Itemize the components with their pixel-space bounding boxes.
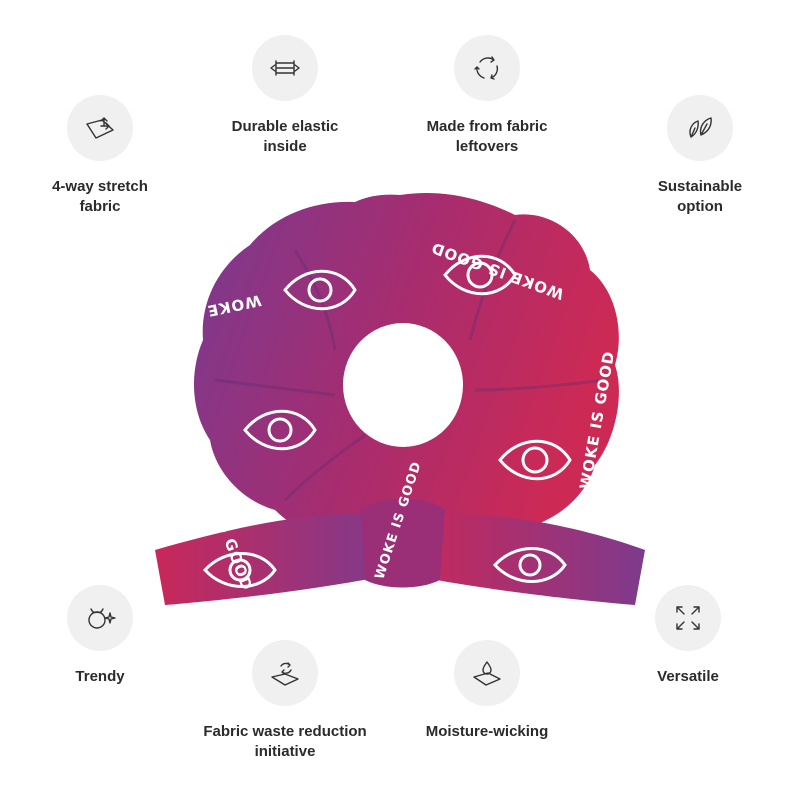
feature-label: Versatile bbox=[657, 668, 719, 685]
stretch-icon bbox=[67, 95, 133, 161]
moisture-icon bbox=[454, 640, 520, 706]
expand-arrows-icon bbox=[655, 585, 721, 651]
leaf-icon bbox=[667, 95, 733, 161]
feature-versatile: Versatile bbox=[588, 585, 788, 687]
feature-label: Moisture-wicking bbox=[425, 723, 549, 740]
feature-moisture-wicking: Moisture-wicking bbox=[387, 640, 587, 742]
recycle-icon bbox=[454, 35, 520, 101]
feature-durable-elastic: Durable elastic inside bbox=[185, 35, 385, 157]
feature-trendy: Trendy bbox=[0, 585, 200, 687]
feature-label: 4-way stretch fabric bbox=[52, 178, 148, 215]
feature-label: Durable elastic inside bbox=[231, 118, 339, 155]
scrunchie-image: WOKE IS GOOD WOKE IS GOOD WOKE IS GOOD W… bbox=[145, 192, 645, 605]
waste-reduction-icon bbox=[252, 640, 318, 706]
feature-label: Sustainable option bbox=[657, 178, 743, 215]
feature-label: Trendy bbox=[75, 668, 125, 685]
feature-waste-reduction: Fabric waste reduction initiative bbox=[185, 640, 385, 762]
feature-label: Fabric waste reduction initiative bbox=[203, 723, 367, 760]
feature-sustainable: Sustainable option bbox=[600, 95, 800, 217]
feature-label: Made from fabric leftovers bbox=[426, 118, 548, 155]
trendy-icon bbox=[67, 585, 133, 651]
feature-fabric-leftovers: Made from fabric leftovers bbox=[387, 35, 587, 157]
feature-4-way-stretch: 4-way stretch fabric bbox=[0, 95, 200, 217]
elastic-icon bbox=[252, 35, 318, 101]
